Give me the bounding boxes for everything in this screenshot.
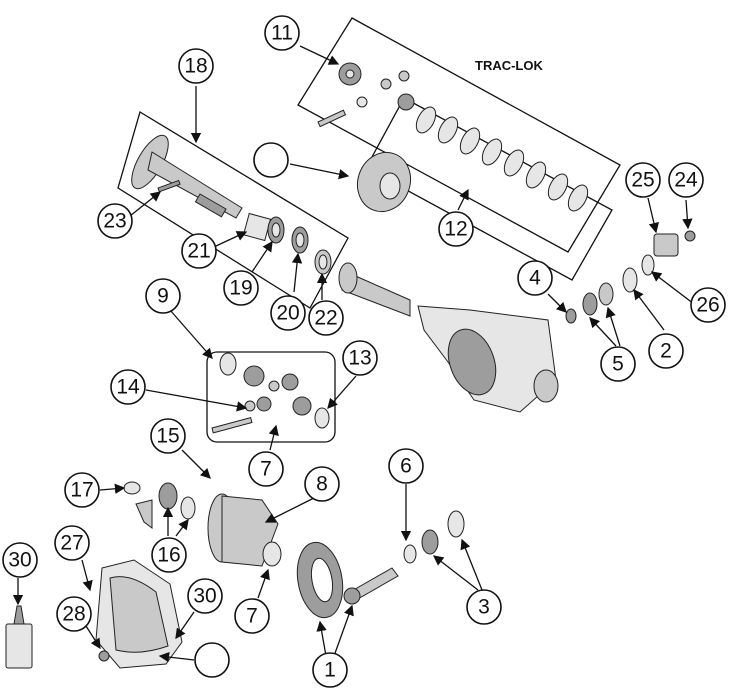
pinion-cone-cup-part — [421, 510, 465, 555]
svg-text:30: 30 — [193, 585, 216, 608]
callout-18: 18 — [178, 48, 214, 84]
clutch-discs-part — [415, 106, 589, 212]
callout-6: 6 — [388, 448, 424, 484]
axle-shaft-part — [131, 134, 243, 219]
callout-1: 1 — [312, 652, 348, 688]
callout-15: 15 — [150, 418, 186, 454]
pinion-nut-part — [565, 308, 577, 324]
svg-text:26: 26 — [696, 294, 719, 317]
callout-16: 16 — [151, 537, 187, 573]
callout-21: 21 — [181, 233, 217, 269]
svg-text:6: 6 — [400, 455, 412, 478]
diff-cover-part — [95, 559, 183, 669]
pinion-shim-part — [403, 544, 417, 564]
callout-30-cover: 30 — [187, 578, 223, 614]
svg-text:19: 19 — [229, 277, 252, 300]
yoke-part — [653, 233, 679, 257]
svg-text:30: 30 — [8, 549, 31, 572]
svg-text:22: 22 — [314, 307, 337, 330]
callout-26: 26 — [690, 287, 726, 323]
callout-14: 14 — [110, 369, 146, 405]
svg-text:4: 4 — [529, 267, 541, 290]
leader-lines — [12, 45, 695, 663]
sealant-tube-part — [5, 605, 33, 669]
callout-blank-lower — [194, 642, 230, 678]
callout-20: 20 — [270, 295, 306, 331]
axle-housing-part — [338, 262, 559, 413]
svg-text:2: 2 — [660, 340, 672, 363]
pinion-gear-kit-box — [206, 351, 336, 443]
yoke-nut-part — [684, 230, 696, 242]
svg-text:5: 5 — [612, 353, 624, 376]
shaft-bolt-part — [157, 179, 181, 193]
svg-text:25: 25 — [631, 169, 654, 192]
callout-27: 27 — [54, 525, 90, 561]
svg-text:3: 3 — [478, 596, 490, 619]
svg-text:16: 16 — [157, 544, 180, 567]
callout-blank-upper — [253, 142, 289, 178]
svg-text:14: 14 — [116, 376, 140, 399]
callout-28: 28 — [56, 596, 92, 632]
ring-gear-part — [296, 541, 344, 619]
svg-text:17: 17 — [70, 479, 93, 502]
svg-text:9: 9 — [157, 285, 169, 308]
callout-3: 3 — [466, 589, 502, 625]
callout-30-tube: 30 — [2, 542, 38, 578]
differential-carrier-part — [207, 493, 282, 567]
svg-text:12: 12 — [444, 218, 467, 241]
svg-text:23: 23 — [103, 210, 126, 233]
svg-text:7: 7 — [260, 458, 272, 481]
callout-8: 8 — [304, 466, 340, 502]
svg-text:7: 7 — [246, 605, 258, 628]
svg-text:27: 27 — [60, 532, 83, 555]
callout-22: 22 — [308, 300, 344, 336]
axle-seal-part — [291, 226, 309, 254]
callout-17: 17 — [64, 472, 100, 508]
callout-7-lower: 7 — [234, 598, 270, 634]
svg-text:24: 24 — [674, 169, 698, 192]
carrier-bearing-part — [158, 482, 196, 520]
svg-text:13: 13 — [348, 347, 371, 370]
tube-seal-part — [314, 249, 332, 275]
svg-text:11: 11 — [271, 22, 293, 45]
callout-2: 2 — [648, 333, 684, 369]
svg-text:15: 15 — [156, 425, 179, 448]
callout-13: 13 — [342, 340, 378, 376]
callout-24: 24 — [668, 162, 704, 198]
callout-23: 23 — [97, 203, 133, 239]
callout-9: 9 — [145, 278, 181, 314]
trac-lok-title: TRAC-LOK — [475, 58, 543, 73]
fill-plug-part — [98, 650, 110, 662]
callout-25: 25 — [625, 162, 661, 198]
yoke-washer-part — [641, 254, 655, 276]
callout-4: 4 — [517, 260, 553, 296]
pinion-seal-part — [622, 267, 638, 293]
trac-lok-case-part — [357, 151, 411, 213]
shim-adjuster-part — [123, 481, 153, 529]
svg-text:28: 28 — [62, 603, 85, 626]
svg-text:8: 8 — [316, 473, 328, 496]
diff-gear-kit-part — [211, 352, 330, 434]
axle-bearing-part — [267, 216, 285, 244]
svg-text:20: 20 — [276, 302, 299, 325]
callout-11: 11 — [264, 15, 300, 51]
callout-7-upper: 7 — [248, 451, 284, 487]
callout-12: 12 — [438, 211, 474, 247]
retainer-plate-part — [242, 212, 272, 242]
pinion-gear-part — [343, 567, 399, 605]
trac-lok-kit-box — [297, 17, 621, 253]
axle-shaft-kit-box — [117, 111, 349, 309]
callout-5: 5 — [600, 346, 636, 382]
trac-lok-gears-part — [317, 62, 415, 128]
svg-text:21: 21 — [187, 240, 210, 263]
pinion-bearing-part — [582, 282, 614, 316]
svg-text:1: 1 — [324, 659, 336, 682]
callout-19: 19 — [223, 270, 259, 306]
svg-text:18: 18 — [184, 55, 207, 78]
